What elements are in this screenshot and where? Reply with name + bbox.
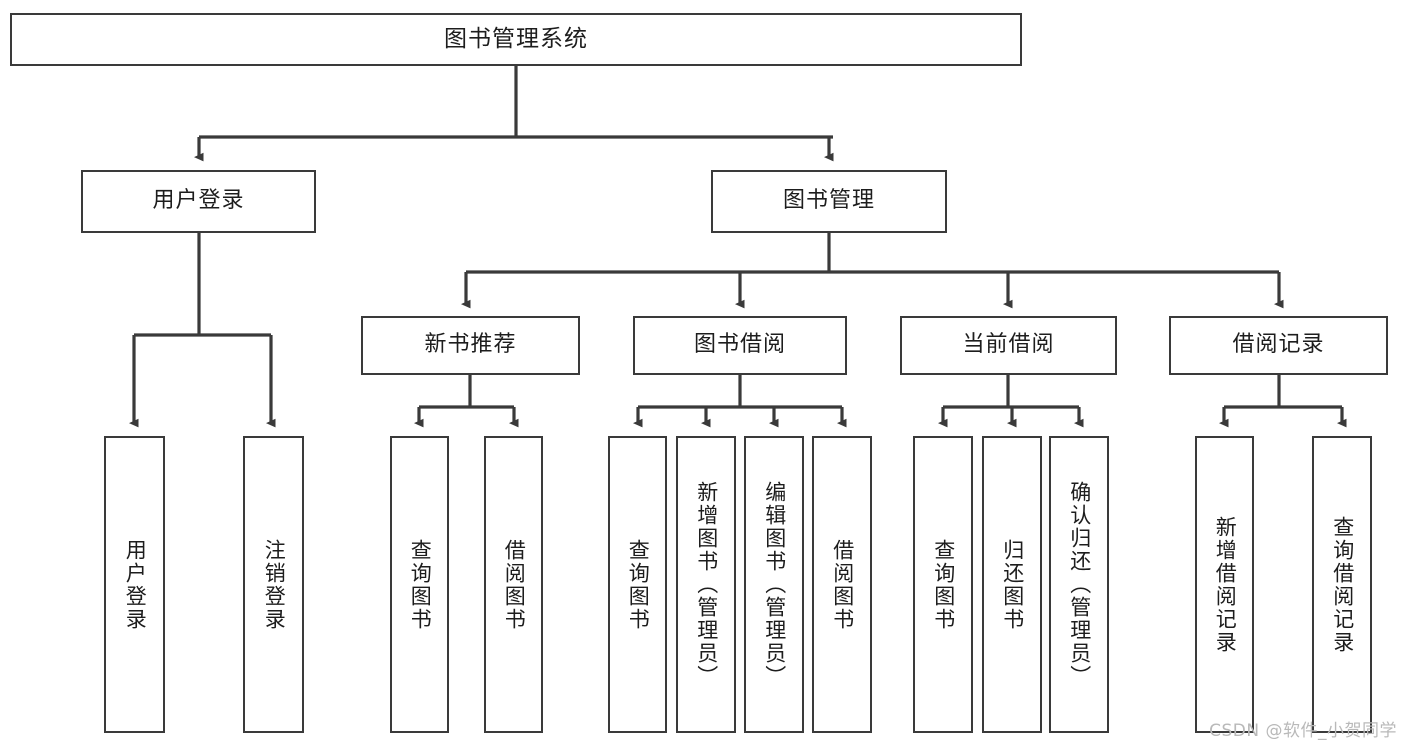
- node-leaf-add-borrow-record[interactable]: 新增借阅记录: [1195, 436, 1254, 733]
- node-label: 图书管理系统: [444, 25, 588, 52]
- node-leaf-query-book-recommend[interactable]: 查询图书: [390, 436, 449, 733]
- node-label: 图书借阅: [693, 332, 786, 358]
- node-root-book-management-system[interactable]: 图书管理系统: [10, 13, 1022, 66]
- node-leaf-confirm-return-admin[interactable]: 确认归还（管理员）: [1049, 436, 1109, 733]
- node-leaf-user-login[interactable]: 用户登录: [104, 436, 165, 733]
- node-label: 图书管理: [782, 188, 875, 214]
- node-label: 查询图书: [931, 538, 956, 631]
- node-leaf-query-book-borrow[interactable]: 查询图书: [608, 436, 667, 733]
- node-label: 查询借阅记录: [1330, 515, 1355, 654]
- node-current-borrow[interactable]: 当前借阅: [900, 316, 1117, 375]
- node-user-login[interactable]: 用户登录: [81, 170, 316, 233]
- node-leaf-query-book-current[interactable]: 查询图书: [913, 436, 973, 733]
- node-label: 借阅记录: [1232, 332, 1325, 358]
- node-label: 当前借阅: [962, 332, 1055, 358]
- node-book-borrow[interactable]: 图书借阅: [633, 316, 847, 375]
- node-label: 查询图书: [626, 538, 651, 631]
- node-leaf-query-borrow-record[interactable]: 查询借阅记录: [1312, 436, 1372, 733]
- node-label: 借阅图书: [502, 538, 527, 631]
- node-label: 编辑图书（管理员）: [762, 481, 787, 688]
- node-label: 新书推荐: [424, 332, 517, 358]
- node-leaf-borrow-book[interactable]: 借阅图书: [812, 436, 872, 733]
- node-borrow-record[interactable]: 借阅记录: [1169, 316, 1388, 375]
- watermark-text: CSDN @软件_小贺同学: [1209, 721, 1397, 741]
- node-leaf-edit-book-admin[interactable]: 编辑图书（管理员）: [744, 436, 804, 733]
- node-label: 查询图书: [408, 538, 433, 631]
- node-leaf-add-book-admin[interactable]: 新增图书（管理员）: [676, 436, 736, 733]
- node-label: 用户登录: [123, 538, 148, 631]
- node-label: 新增借阅记录: [1213, 515, 1238, 654]
- node-label: 新增图书（管理员）: [694, 481, 719, 688]
- node-label: 确认归还（管理员）: [1067, 481, 1092, 688]
- node-label: 归还图书: [1000, 538, 1025, 631]
- node-leaf-return-book[interactable]: 归还图书: [982, 436, 1042, 733]
- node-book-management[interactable]: 图书管理: [711, 170, 947, 233]
- node-leaf-borrow-book-recommend[interactable]: 借阅图书: [484, 436, 543, 733]
- node-label: 借阅图书: [830, 538, 855, 631]
- node-new-book-recommend[interactable]: 新书推荐: [361, 316, 580, 375]
- node-leaf-logout-login[interactable]: 注销登录: [243, 436, 304, 733]
- node-label: 注销登录: [262, 538, 287, 631]
- node-label: 用户登录: [152, 188, 245, 214]
